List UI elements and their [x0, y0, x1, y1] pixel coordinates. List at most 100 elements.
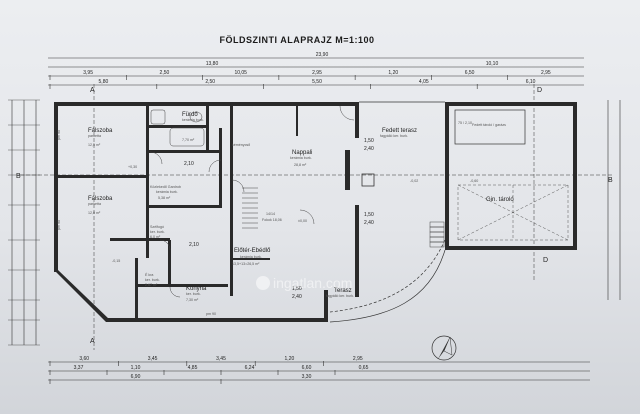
room-eloter-name: Előtér-Ebédlő	[234, 248, 271, 254]
top-dim-row1-5: 6,50	[465, 70, 475, 76]
axis-label-a-top: A	[90, 87, 95, 94]
room-szelfogo-name: Szélfogó	[150, 225, 164, 229]
room-kamra-area: 2,67 m²	[145, 283, 158, 287]
level-mark-terrace: -0,02	[410, 179, 418, 183]
garage-top-label: Fedett tároló / garázs	[472, 123, 506, 127]
room-furdo-area: 7,70 m²	[182, 138, 195, 142]
stair-sub-note: Fokok 18,06	[262, 218, 282, 222]
axis-label-b-left: B	[16, 173, 21, 180]
entry-steps	[429, 221, 445, 248]
room-nappali-name: Nappali	[292, 150, 312, 156]
top-dimension-lines	[48, 57, 584, 86]
terrace-outline	[329, 101, 446, 323]
stair-treads	[242, 187, 258, 229]
bottom-dim-row3-1: 3,30	[302, 374, 312, 380]
garage-dim-note: 75 / 2,10	[458, 121, 472, 125]
room-nappali-sub: kerámia burk.	[290, 156, 312, 160]
room-szelfogo-sub: ker. burk.	[150, 230, 165, 234]
room-halo2-name: Fálszoba	[88, 196, 113, 202]
door-swings	[149, 105, 355, 298]
level-mark-mid: ±0,00	[298, 219, 307, 223]
room-nappali-area: 28,8 m²	[294, 163, 307, 167]
watermark-text: ingatlan.com	[273, 275, 352, 291]
bottom-dim-row2-1: 1,10	[131, 365, 141, 371]
dim-right-total: 10,10	[486, 61, 499, 67]
entry-step	[429, 221, 445, 228]
room-furdo-sub: kerámia burk.	[182, 118, 204, 122]
pm-label-2: pm 90	[57, 220, 61, 230]
room-eloter-area: 13,5+13=26,5 m²	[232, 262, 260, 266]
level-mark-low: -0,15	[112, 259, 120, 263]
room-kamra-name: É kra	[145, 272, 153, 277]
top-dim-row1-2: 10,05	[234, 70, 247, 76]
room-kamra-sub: ker. burk.	[145, 278, 160, 282]
room-halo2-area: 12,0 m²	[88, 211, 101, 215]
entry-step	[429, 241, 445, 248]
room-szelfogo-area: 6,0 m²	[150, 235, 161, 239]
pm-label-3: pm 90	[206, 312, 216, 316]
bottom-dim-row1-1: 3,45	[148, 356, 158, 362]
room-labels: Fürdő kerámia burk. 7,70 m² Fálszoba par…	[88, 112, 514, 302]
bottom-dimension-lines	[48, 361, 590, 381]
opening-dim-2: 1,50	[364, 212, 374, 218]
north-arrow	[431, 335, 457, 361]
opening-dim-3: 1,50	[292, 286, 302, 292]
bathroom-fixtures	[150, 109, 205, 147]
bottom-dim-row2-5: 0,65	[359, 365, 369, 371]
bottom-dim-row1-2: 3,45	[216, 356, 226, 362]
opening-height-1: 2,40	[364, 146, 374, 152]
room-fedett-terasz-sub: fagyálló ker. burk.	[380, 134, 408, 138]
room-furdo-name: Fürdő	[182, 112, 198, 118]
room-terasz-sub: fagyálló ker. burk.	[326, 294, 354, 298]
bottom-dim-row2-0: 3,37	[74, 365, 84, 371]
entry-step	[429, 236, 445, 243]
pm-label-1: pm 90	[57, 130, 61, 140]
room-konyha-area: 7,30 m²	[186, 298, 199, 302]
axis-label-b-right: B	[608, 177, 613, 184]
room-terasz-name: Terasz	[334, 288, 352, 294]
room-konyha-sub: ker. burk.	[186, 292, 201, 296]
room-garage-name: Gin. tároló	[486, 197, 514, 203]
garage-walls	[445, 102, 577, 250]
right-dimension-lines	[607, 100, 621, 300]
top-dim-row2-3: 4,05	[419, 79, 429, 85]
stair-note: 14/14	[266, 212, 275, 216]
top-dim-row2-0: 5,80	[99, 79, 109, 85]
entry-step	[429, 226, 445, 233]
room-halo1-name: Fálszoba	[88, 128, 113, 134]
top-dim-row1-0: 3,95	[83, 70, 93, 76]
house-walls	[54, 102, 359, 322]
level-mark-garage: -0,60	[470, 179, 478, 183]
top-dim-row1-6: 2,95	[541, 70, 551, 76]
room-halo1-area: 12,5 m²	[88, 143, 101, 147]
opening-height-2: 2,40	[364, 220, 374, 226]
room-halo2-sub: parketta	[88, 202, 101, 206]
bottom-dim-row2-4: 6,60	[302, 365, 312, 371]
bottom-dim-row3-0: 6,90	[131, 374, 141, 380]
top-dim-row1-1: 2,50	[160, 70, 170, 76]
opening-dim-1: 1,50	[364, 138, 374, 144]
level-mark-top: +0,30	[128, 165, 137, 169]
plan-title: FÖLDSZINTI ALAPRAJZ M=1:100	[220, 35, 375, 45]
room-kozlekedo-area: 5,38 m²	[158, 196, 171, 200]
dim-left-total: 13,80	[206, 61, 219, 67]
room-eloter-sub: kerámia burk.	[240, 255, 262, 259]
dim-overall: 23,90	[316, 52, 329, 58]
bottom-dim-row1-3: 1,20	[285, 356, 295, 362]
room-kozlekedo-sub: kerámia burk.	[156, 190, 178, 194]
top-dim-row1-4: 1,20	[388, 70, 398, 76]
opening-height-3: 2,40	[292, 294, 302, 300]
top-dim-row2-2: 5,50	[312, 79, 322, 85]
garage-hatch	[457, 184, 569, 241]
room-kozlekedo-name: Közlekedő Gardrob	[150, 185, 181, 189]
bottom-dim-row1-4: 2,95	[353, 356, 363, 362]
fireplace-symbol	[361, 173, 375, 187]
top-dim-row2-4: 6,10	[526, 79, 536, 85]
top-dim-row1-3: 2,95	[312, 70, 322, 76]
room-fedett-terasz-name: Fedett terasz	[382, 128, 417, 134]
entry-step	[429, 231, 445, 238]
opening-height-4: 2,10	[184, 161, 194, 167]
left-dimension-lines	[11, 100, 37, 345]
